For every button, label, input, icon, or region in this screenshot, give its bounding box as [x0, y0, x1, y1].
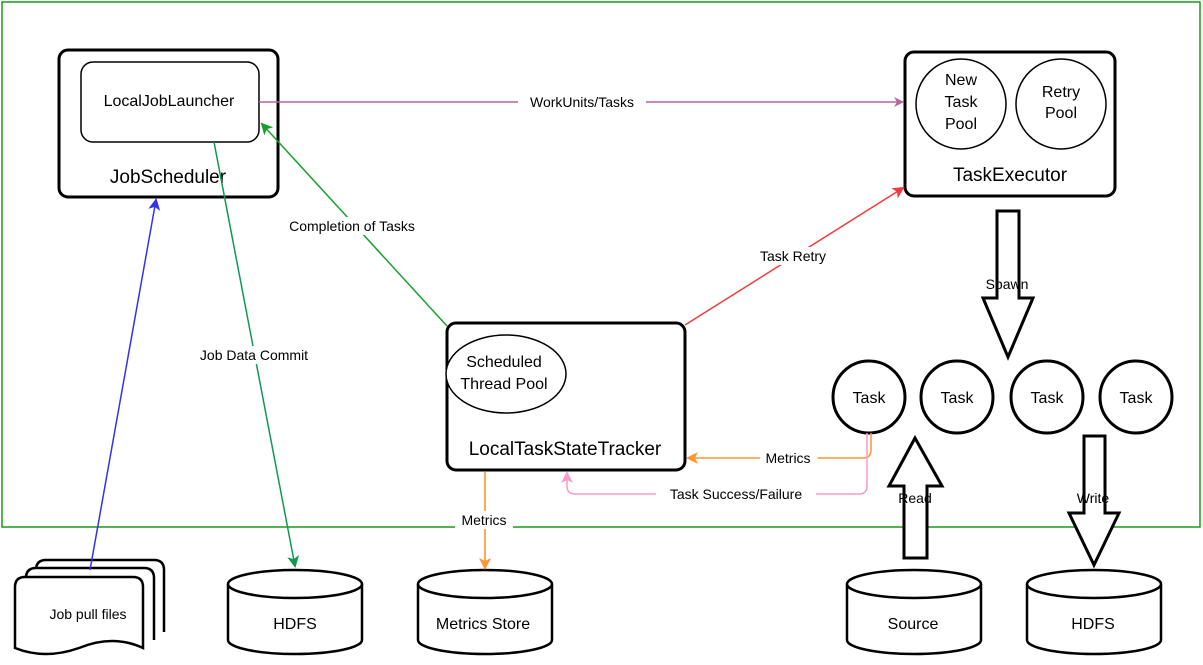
- edge-completion-of-tasks: Completion of Tasks: [260, 122, 448, 327]
- job-pull-files-node[interactable]: Job pull files: [13, 558, 166, 656]
- local-job-launcher-label: LocalJobLauncher: [104, 93, 235, 110]
- task-node[interactable]: Task: [831, 359, 907, 435]
- retry-pool-node[interactable]: Retry Pool: [1015, 58, 1107, 150]
- task-label: Task: [853, 390, 887, 407]
- metrics-store-label: Metrics Store: [436, 616, 530, 633]
- task-node[interactable]: Task: [1009, 359, 1085, 435]
- scheduled-thread-pool-line-1: Scheduled: [466, 354, 542, 371]
- task-retry-label: Task Retry: [760, 248, 826, 264]
- new-task-pool-node[interactable]: New Task Pool: [915, 58, 1007, 150]
- task-label: Task: [941, 390, 975, 407]
- metrics-to-tracker-label: Metrics: [765, 450, 810, 466]
- task-label: Task: [1120, 390, 1154, 407]
- hdfs-left-label: HDFS: [273, 616, 317, 633]
- task-node[interactable]: Task: [919, 359, 995, 435]
- write-arrow: Write: [1066, 434, 1122, 569]
- edge-job-data-commit: Job Data Commit: [190, 141, 320, 568]
- new-task-pool-line-1: New: [945, 72, 977, 89]
- task-label: Task: [1031, 390, 1065, 407]
- metrics-to-store-label: Metrics: [461, 512, 506, 528]
- edge-workunits-tasks: WorkUnits/Tasks: [259, 93, 904, 111]
- workunits-tasks-label: WorkUnits/Tasks: [530, 94, 634, 110]
- job-scheduler-label: JobScheduler: [110, 167, 227, 188]
- scheduled-thread-pool-node[interactable]: Scheduled Thread Pool: [445, 334, 567, 414]
- read-arrow: Read: [886, 434, 945, 560]
- task-success-failure-label: Task Success/Failure: [670, 486, 802, 502]
- retry-pool-line-1: Retry: [1042, 84, 1080, 101]
- hdfs-left-node[interactable]: HDFS: [226, 568, 364, 656]
- edge-task-success-failure: Task Success/Failure: [561, 433, 868, 503]
- new-task-pool-line-2: Task: [945, 94, 979, 111]
- edge-metrics-to-store: Metrics: [455, 472, 513, 570]
- local-job-launcher-node[interactable]: LocalJobLauncher: [80, 61, 260, 143]
- retry-pool-line-2: Pool: [1045, 105, 1077, 122]
- read-label: Read: [898, 490, 931, 506]
- write-label: Write: [1077, 490, 1110, 506]
- system-boundary: [1, 1, 1201, 528]
- spawn-label: Spawn: [986, 276, 1029, 292]
- hdfs-right-label: HDFS: [1071, 616, 1115, 633]
- scheduled-thread-pool-line-2: Thread Pool: [460, 376, 547, 393]
- source-label: Source: [888, 616, 939, 633]
- edge-metrics-to-tracker: Metrics: [686, 433, 872, 467]
- spawn-arrow: Spawn: [980, 209, 1036, 361]
- metrics-store-node[interactable]: Metrics Store: [416, 568, 554, 656]
- local-task-state-tracker-label: LocalTaskStateTracker: [469, 439, 662, 460]
- hdfs-right-node[interactable]: HDFS: [1025, 568, 1163, 656]
- source-node[interactable]: Source: [845, 568, 983, 656]
- new-task-pool-line-3: Pool: [945, 116, 977, 133]
- completion-of-tasks-label: Completion of Tasks: [289, 218, 415, 234]
- edge-job-pull: [89, 198, 161, 571]
- task-executor-label: TaskExecutor: [953, 165, 1068, 186]
- task-node[interactable]: Task: [1098, 359, 1174, 435]
- job-data-commit-label: Job Data Commit: [200, 347, 308, 363]
- job-pull-files-label: Job pull files: [49, 606, 126, 622]
- edge-task-retry: Task Retry: [684, 186, 905, 326]
